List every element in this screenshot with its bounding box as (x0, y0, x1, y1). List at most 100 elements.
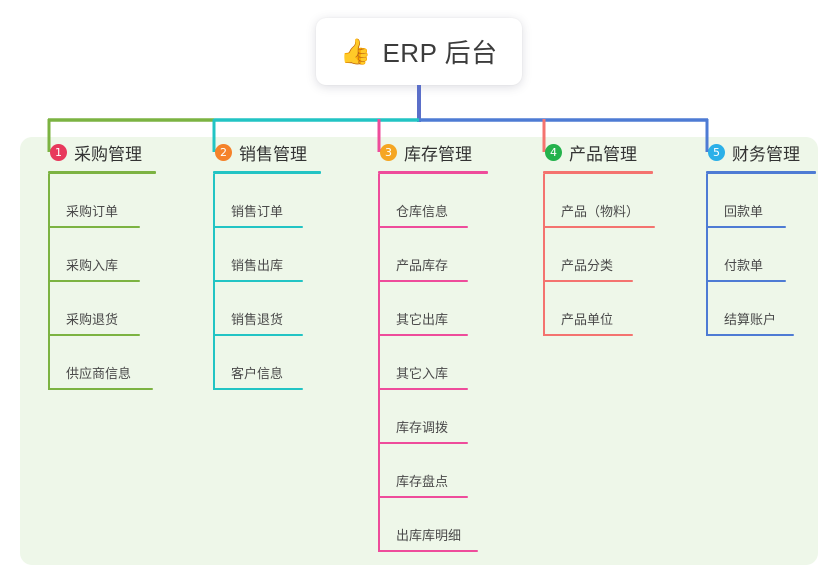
branch-title-rule (543, 171, 653, 174)
branch-item-label: 仓库信息 (396, 204, 449, 219)
branch-item-label: 销售退货 (231, 312, 284, 327)
branch-title-rule (48, 171, 156, 174)
branch-item-rule (213, 280, 303, 282)
branch-number-badge: 5 (708, 143, 725, 161)
branch-item-rule (378, 550, 478, 552)
branch-column: 1 采购管理采购订单采购入库采购退货供应商信息 (38, 137, 156, 390)
branch-item[interactable]: 付款单 (706, 228, 816, 282)
branch-item-label: 采购退货 (66, 312, 119, 327)
branch-item-label: 其它出库 (396, 312, 449, 327)
branch-column: 4 产品管理产品（物料） 产品分类产品单位 (533, 137, 655, 336)
branch-item-rule (543, 280, 633, 282)
branch-items: 销售订单销售出库销售退货客户信息 (213, 174, 321, 390)
branch-number-badge: 1 (50, 143, 67, 161)
branch-item-label: 付款单 (724, 258, 764, 273)
branch-title: 采购管理 (74, 144, 142, 164)
branch-title-rule (213, 171, 321, 174)
branch-item-rule (706, 334, 794, 336)
branch-item-label: 采购入库 (66, 258, 119, 273)
branch-item[interactable]: 其它入库 (378, 336, 488, 390)
branch-item[interactable]: 库存调拨 (378, 390, 488, 444)
branch-item-label: 销售订单 (231, 204, 284, 219)
branch-item-rule (543, 226, 655, 228)
branch-item[interactable]: 库存盘点 (378, 444, 488, 498)
branch-item[interactable]: 出库库明细 (378, 498, 488, 552)
branch-items: 回款单付款单结算账户 (706, 174, 816, 336)
branch-item[interactable]: 采购入库 (48, 228, 156, 282)
thumbs-up-icon: 👍 (340, 37, 372, 66)
root-title: ERP 后台 (382, 38, 498, 68)
branch-item-label: 采购订单 (66, 204, 119, 219)
branch-item[interactable]: 采购退货 (48, 282, 156, 336)
branch-item-rule (48, 280, 140, 282)
branch-item-rule (378, 334, 468, 336)
branch-title: 销售管理 (239, 144, 307, 164)
branch-item-rule (48, 226, 140, 228)
branch-item-label: 供应商信息 (66, 366, 132, 381)
branch-item-label: 销售出库 (231, 258, 284, 273)
branch-item-rule (48, 388, 153, 390)
branch-item-rule (706, 280, 786, 282)
branch-item[interactable]: 供应商信息 (48, 336, 156, 390)
branch-header[interactable]: 2 销售管理 (203, 137, 321, 167)
branch-item[interactable]: 采购订单 (48, 174, 156, 228)
branch-item[interactable]: 结算账户 (706, 282, 816, 336)
branch-spine (706, 174, 708, 336)
branch-item-rule (213, 226, 303, 228)
branch-item[interactable]: 其它出库 (378, 282, 488, 336)
branch-item-rule (378, 280, 468, 282)
branch-item-label: 其它入库 (396, 366, 449, 381)
branch-items: 仓库信息产品库存其它出库其它入库库存调拨库存盘点出库库明细 (378, 174, 488, 552)
branch-title: 产品管理 (569, 144, 637, 164)
branch-item-label: 结算账户 (724, 312, 777, 327)
branch-item-rule (543, 334, 633, 336)
branch-item-label: 出库库明细 (396, 528, 462, 543)
branch-title-rule (378, 171, 488, 174)
branch-item-label: 产品单位 (561, 312, 614, 327)
branch-item[interactable]: 产品分类 (543, 228, 653, 282)
branch-item-rule (48, 334, 140, 336)
branch-item-rule (213, 334, 303, 336)
branch-number-badge: 2 (215, 143, 232, 161)
branch-item[interactable]: 销售出库 (213, 228, 321, 282)
branch-item-rule (378, 226, 468, 228)
branch-item-label: 产品库存 (396, 258, 449, 273)
branches-panel (20, 137, 818, 565)
branch-item-label: 库存调拨 (396, 420, 449, 435)
branch-item[interactable]: 销售订单 (213, 174, 321, 228)
branch-item-label: 产品分类 (561, 258, 614, 273)
branch-spine (543, 174, 545, 336)
branch-number-badge: 3 (380, 143, 397, 161)
branch-item-rule (378, 388, 468, 390)
branch-header[interactable]: 1 采购管理 (38, 137, 156, 167)
branch-item[interactable]: 销售退货 (213, 282, 321, 336)
branch-item-rule (378, 442, 468, 444)
root-node[interactable]: 👍 ERP 后台 (316, 18, 522, 85)
branch-title: 财务管理 (732, 144, 800, 164)
branch-item-rule (378, 496, 468, 498)
branch-item[interactable]: 产品库存 (378, 228, 488, 282)
branch-item[interactable]: 回款单 (706, 174, 816, 228)
branch-header[interactable]: 5 财务管理 (696, 137, 816, 167)
branch-spine (48, 174, 50, 390)
branch-item[interactable]: 产品（物料） (543, 174, 655, 228)
branch-item[interactable]: 产品单位 (543, 282, 653, 336)
branch-item-rule (213, 388, 303, 390)
branch-item-label: 回款单 (724, 204, 764, 219)
branch-header[interactable]: 4 产品管理 (533, 137, 653, 167)
branch-item[interactable]: 客户信息 (213, 336, 321, 390)
branch-number-badge: 4 (545, 143, 562, 161)
branch-column: 5 财务管理回款单付款单结算账户 (696, 137, 816, 336)
branch-column: 2 销售管理销售订单销售出库销售退货客户信息 (203, 137, 321, 390)
branch-spine (378, 174, 380, 552)
branch-item[interactable]: 仓库信息 (378, 174, 488, 228)
branch-spine (213, 174, 215, 390)
branch-item-label: 库存盘点 (396, 474, 449, 489)
branch-item-label: 客户信息 (231, 366, 284, 381)
branch-item-rule (706, 226, 786, 228)
branch-item-label: 产品（物料） (561, 204, 640, 219)
root-node-content: 👍 ERP 后台 (340, 33, 497, 70)
